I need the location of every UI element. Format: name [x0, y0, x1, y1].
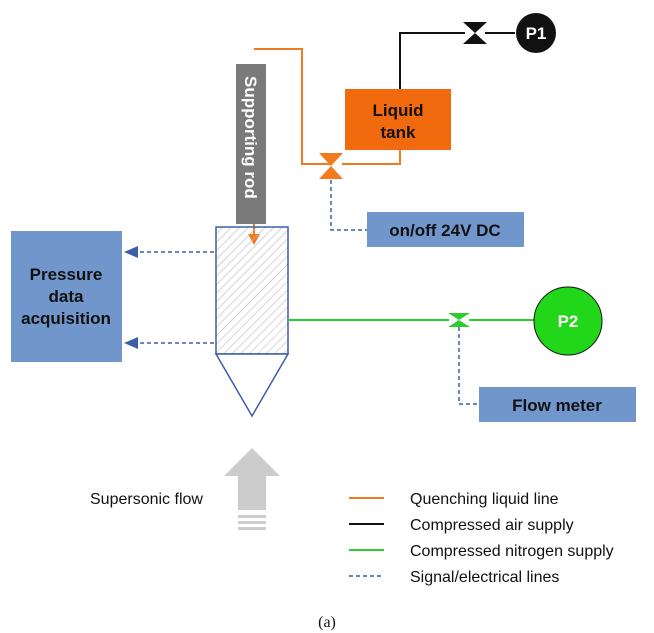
supersonic-flow-arrow-icon — [224, 448, 280, 530]
supporting-rod-label: Supporting rod — [241, 76, 260, 199]
flow-meter-label: Flow meter — [512, 396, 602, 415]
pressure-label-line1: Pressure — [30, 265, 103, 284]
legend-label: Compressed nitrogen supply — [410, 543, 614, 560]
p2-label: P2 — [558, 312, 579, 331]
compressed-air-line — [399, 32, 515, 89]
liquid-tank-label-line1: Liquid — [373, 101, 424, 120]
pressure-signal-lines — [124, 246, 214, 349]
supersonic-flow-label: Supersonic flow — [90, 491, 203, 508]
onoff-control-box — [367, 212, 524, 247]
valve-signal-line — [330, 180, 367, 231]
air-valve-icon — [463, 22, 487, 44]
figure-caption: (a) — [318, 614, 336, 631]
signal-arrowhead-upper — [124, 246, 138, 258]
supporting-rod — [236, 64, 266, 224]
p1-label: P1 — [526, 24, 547, 43]
liquid-tank — [345, 89, 451, 150]
p1-pressure-source — [516, 13, 556, 53]
liquid-tank-label-line2: tank — [381, 123, 417, 142]
pressure-label-line3: acquisition — [21, 309, 111, 328]
onoff-label: on/off 24V DC — [389, 221, 500, 240]
p2-pressure-source — [533, 286, 603, 356]
flow-meter-signal-line — [458, 327, 479, 405]
pressure-label-line2: data — [49, 287, 85, 306]
legend-label: Quenching liquid line — [410, 491, 559, 508]
nitrogen-valve-icon — [448, 313, 470, 327]
signal-arrowhead-lower — [124, 337, 138, 349]
quench-solenoid-valve-icon — [319, 153, 343, 179]
legend-label: Signal/electrical lines — [410, 569, 559, 586]
probe-cone — [214, 353, 290, 418]
pressure-acquisition-box — [11, 231, 122, 362]
probe-body — [215, 226, 289, 355]
legend-label: Compressed air supply — [410, 517, 574, 534]
flow-meter-box — [479, 387, 636, 422]
